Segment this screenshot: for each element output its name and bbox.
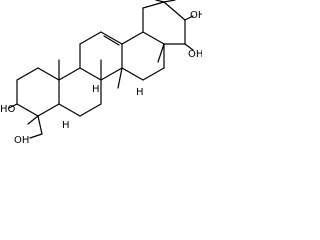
bond <box>121 31 144 45</box>
carbon-skeleton <box>8 0 194 139</box>
skeletal-structure: HO OH OH OH H H H <box>0 0 202 146</box>
hydroxyl-c22-label: OH <box>188 49 202 60</box>
methyl-bond <box>155 0 165 3</box>
hydroxyl-bond <box>184 43 194 51</box>
bond <box>79 67 102 81</box>
bond <box>16 67 39 81</box>
hydroxyl-bond <box>8 103 18 109</box>
bond <box>100 31 123 45</box>
hydroxymethyl-bond <box>29 133 43 139</box>
bond <box>79 31 102 45</box>
hydrogen-c9-label: H <box>92 84 100 95</box>
hydroxyl-c21-label: OH <box>190 10 202 21</box>
methyl-bond <box>157 43 165 63</box>
hydroxyl-bond <box>184 15 194 21</box>
methyl-bond <box>117 67 123 89</box>
methyl-bond <box>27 115 39 125</box>
bond <box>58 103 81 117</box>
bond <box>121 67 144 81</box>
bond <box>100 67 123 81</box>
hydrogen-c5-label: H <box>62 120 70 131</box>
bond <box>16 103 39 117</box>
methyl-bond <box>163 0 176 3</box>
hydrogen-c18-label: H <box>136 87 144 98</box>
bond <box>37 67 60 81</box>
bond <box>142 67 165 81</box>
bond <box>37 103 60 117</box>
bond <box>142 1 165 9</box>
hydroxymethyl-oh-label: OH <box>14 135 29 146</box>
bond <box>142 31 165 45</box>
atom-labels: HO OH OH OH H H H <box>0 10 202 146</box>
double-bond-inner <box>103 35 120 46</box>
hydroxyl-c3-label: HO <box>0 104 16 115</box>
hydroxymethyl-bond <box>37 115 43 135</box>
bond <box>58 67 81 81</box>
bond <box>163 1 186 21</box>
bond <box>79 103 102 117</box>
